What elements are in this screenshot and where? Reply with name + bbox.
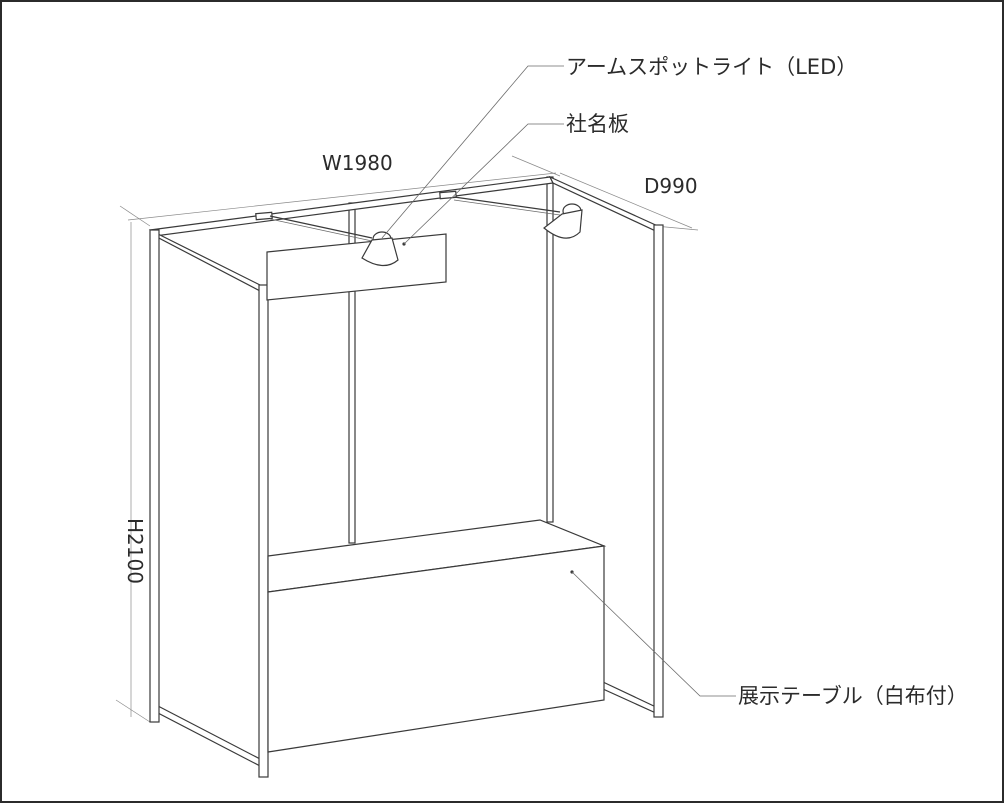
name-board <box>266 233 447 301</box>
depth-dimension: D990 <box>644 174 698 198</box>
top-left-rail <box>149 229 263 293</box>
leader-lines <box>381 65 736 697</box>
spotlight-leader <box>381 65 564 239</box>
bottom-left-rail <box>157 705 263 768</box>
width-dimension: W1980 <box>322 151 393 175</box>
height-dimension: H2100 <box>123 518 147 584</box>
arm-spotlight-label: アームスポットライト（LED） <box>566 55 857 79</box>
name-board-label: 社名板 <box>566 112 629 136</box>
front-center-post <box>258 284 269 778</box>
name-board-leader <box>403 123 564 245</box>
arm-spotlight-right <box>439 190 583 239</box>
display-table-label: 展示テーブル（白布付） <box>738 684 968 708</box>
table-front <box>267 545 605 753</box>
front-right-post <box>653 224 664 718</box>
display-table <box>267 519 607 753</box>
table-leader <box>571 571 736 697</box>
name-board-panel <box>266 233 447 301</box>
front-left-post <box>149 229 160 723</box>
arm-spotlight-left <box>255 211 399 267</box>
bottom-right-rail <box>602 681 659 715</box>
